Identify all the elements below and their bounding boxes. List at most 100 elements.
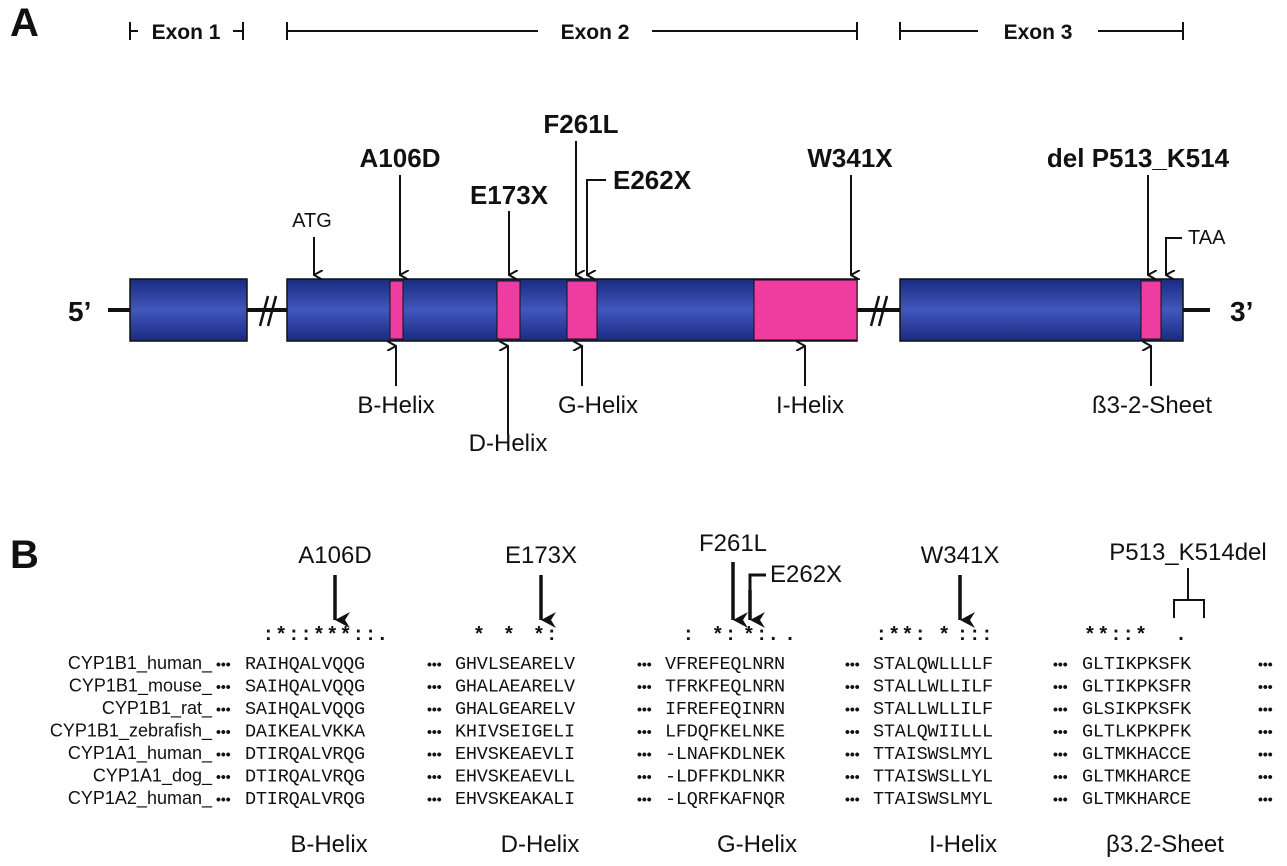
b-helix-region [389, 280, 404, 340]
species-label: CYP1B1_mouse_ [69, 676, 213, 697]
sequence-segment: GLSIKPKSFK [1082, 699, 1192, 720]
species-label: CYP1B1_zebrafish_ [50, 721, 213, 742]
alignment-ellipsis: ••• [427, 746, 442, 762]
sequence-segment: GLTMKHARCE [1082, 767, 1191, 788]
sequence-segment: GLTIKPKSFR [1082, 677, 1191, 698]
exon-3-label: Exon 3 [1004, 21, 1073, 44]
alignment-ellipsis: ••• [1258, 724, 1273, 740]
mutation-w341x-label: W341X [807, 143, 893, 173]
conservation-beta-sheet: * * : : * . [1086, 623, 1184, 645]
d-helix-label: D-Helix [469, 430, 548, 457]
alignment-ellipsis: ••• [845, 769, 860, 785]
sequence-segment: GLTIKPKSFK [1082, 654, 1192, 675]
alignment-ellipsis: ••• [427, 701, 442, 717]
alignment-ellipsis: ••• [845, 746, 860, 762]
beta-sheet-region [1140, 280, 1162, 340]
i-helix-region [753, 279, 858, 341]
alignment-ellipsis: ••• [845, 656, 860, 672]
alignment-ellipsis: ••• [427, 679, 442, 695]
alignment-ellipsis: ••• [1258, 701, 1273, 717]
alignment-ellipsis: ••• [845, 724, 860, 740]
sequence-segment: GHVLSEARELV [455, 654, 575, 675]
sequence-segment: GHALGEARELV [455, 699, 575, 720]
sequence-segment: GLTMKHARCE [1082, 789, 1191, 810]
sequence-segment: RAIHQALVQQG [245, 654, 365, 675]
alignment-ellipsis: ••• [1258, 769, 1273, 785]
sequence-segment: GHALAEARELV [455, 677, 575, 698]
taa-label: TAA [1188, 227, 1226, 249]
panel-a-label: A [10, 1, 39, 45]
alignment-ellipsis: ••• [1053, 769, 1068, 785]
alignment-ellipsis: ••• [1053, 701, 1068, 717]
sequence-segment: LFDQFKELNKE [665, 722, 785, 743]
sequence-segment: DAIKEALVKKA [245, 722, 366, 743]
alignment-ellipsis: ••• [845, 791, 860, 807]
b-region-d-helix: D-Helix [501, 831, 580, 858]
sequence-segment: DTIRQALVRQG [245, 744, 365, 765]
sequence-segment: TFRKFEQLNRN [665, 677, 785, 698]
sequence-segment: VFREFEQLNRN [665, 654, 785, 675]
sequence-segment: TTAISWSLLYL [873, 767, 993, 788]
g-helix-label: G-Helix [558, 392, 638, 419]
mutation-a106d-label: A106D [360, 143, 441, 173]
alignment-ellipsis: ••• [637, 701, 652, 717]
sequence-segment: TTAISWSLMYL [873, 789, 993, 810]
b-mutation-e173x-label: E173X [505, 542, 577, 569]
alignment-ellipsis: ••• [216, 746, 231, 762]
b-region-i-helix: I-Helix [929, 831, 997, 858]
sequence-segment: IFREFEQINRN [665, 699, 785, 720]
sequence-segment: -LQRFKAFNQR [665, 789, 785, 810]
sequence-segment: STALLWLLILF [873, 699, 993, 720]
alignment-ellipsis: ••• [845, 679, 860, 695]
sequence-segment: DTIRQALVRQG [245, 767, 365, 788]
d-helix-region [496, 280, 521, 340]
alignment-ellipsis: ••• [427, 791, 442, 807]
b-deletion-bracket [1173, 599, 1205, 618]
sequence-segment: TTAISWSLMYL [873, 744, 993, 765]
alignment-ellipsis: ••• [637, 769, 652, 785]
sequence-segment: DTIRQALVRQG [245, 789, 365, 810]
mutation-del-p513-k514-label: del P513_K514 [1047, 143, 1230, 173]
sequence-segment: SAIHQALVQQG [245, 699, 365, 720]
conservation-d-helix: * * * : [475, 623, 555, 645]
alignment-ellipsis: ••• [1053, 724, 1068, 740]
sequence-segment: EHVSKEAEVLL [455, 767, 575, 788]
alignment-ellipsis: ••• [637, 679, 652, 695]
alignment-ellipsis: ••• [427, 769, 442, 785]
sequence-segment: EHVSKEAEVLI [455, 744, 575, 765]
sequence-segment: SAIHQALVQQG [245, 677, 365, 698]
sequence-segment: GLTMKHACCE [1082, 744, 1191, 765]
b-mutation-e262x-label: E262X [770, 561, 842, 588]
sequence-segment: -LNAFKDLNEK [665, 744, 786, 765]
beta-sheet-label: ß3-2-Sheet [1092, 392, 1212, 419]
sequence-segment: GLTLKPKPFK [1082, 722, 1192, 743]
alignment-ellipsis: ••• [1258, 656, 1273, 672]
alignment-ellipsis: ••• [216, 679, 231, 695]
b-helix-label: B-Helix [357, 392, 434, 419]
alignment-ellipsis: ••• [637, 791, 652, 807]
alignment-ellipsis: ••• [427, 656, 442, 672]
sequence-segment: STALLWLLILF [873, 677, 993, 698]
b-region-beta-sheet: β3.2-Sheet [1106, 831, 1224, 858]
atg-label: ATG [292, 210, 332, 232]
b-mutation-del-label: P513_K514del [1109, 539, 1266, 566]
b-mutation-w341x-label: W341X [921, 542, 1000, 569]
exon-1-box [129, 278, 248, 342]
b-region-g-helix: G-Helix [717, 831, 797, 858]
alignment-ellipsis: ••• [1053, 656, 1068, 672]
mutation-e173x-label: E173X [470, 180, 549, 210]
alignment-ellipsis: ••• [216, 701, 231, 717]
panel-b-label: B [10, 533, 39, 577]
alignment-ellipsis: ••• [1053, 746, 1068, 762]
species-label: CYP1A1_human_ [68, 743, 213, 764]
alignment-ellipsis: ••• [1053, 791, 1068, 807]
conservation-g-helix: : * : * : . . [685, 623, 793, 645]
sequence-alignment: CYP1B1_human_••••••••••••••••••RAIHQALVQ… [50, 653, 1273, 810]
alignment-ellipsis: ••• [637, 724, 652, 740]
conservation-b-helix: : * : : * * * : : . [265, 623, 385, 645]
sequence-segment: KHIVSEIGELI [455, 722, 575, 743]
alignment-ellipsis: ••• [216, 769, 231, 785]
taa-arrow-line [1165, 237, 1182, 275]
species-label: CYP1A1_dog_ [93, 766, 213, 787]
